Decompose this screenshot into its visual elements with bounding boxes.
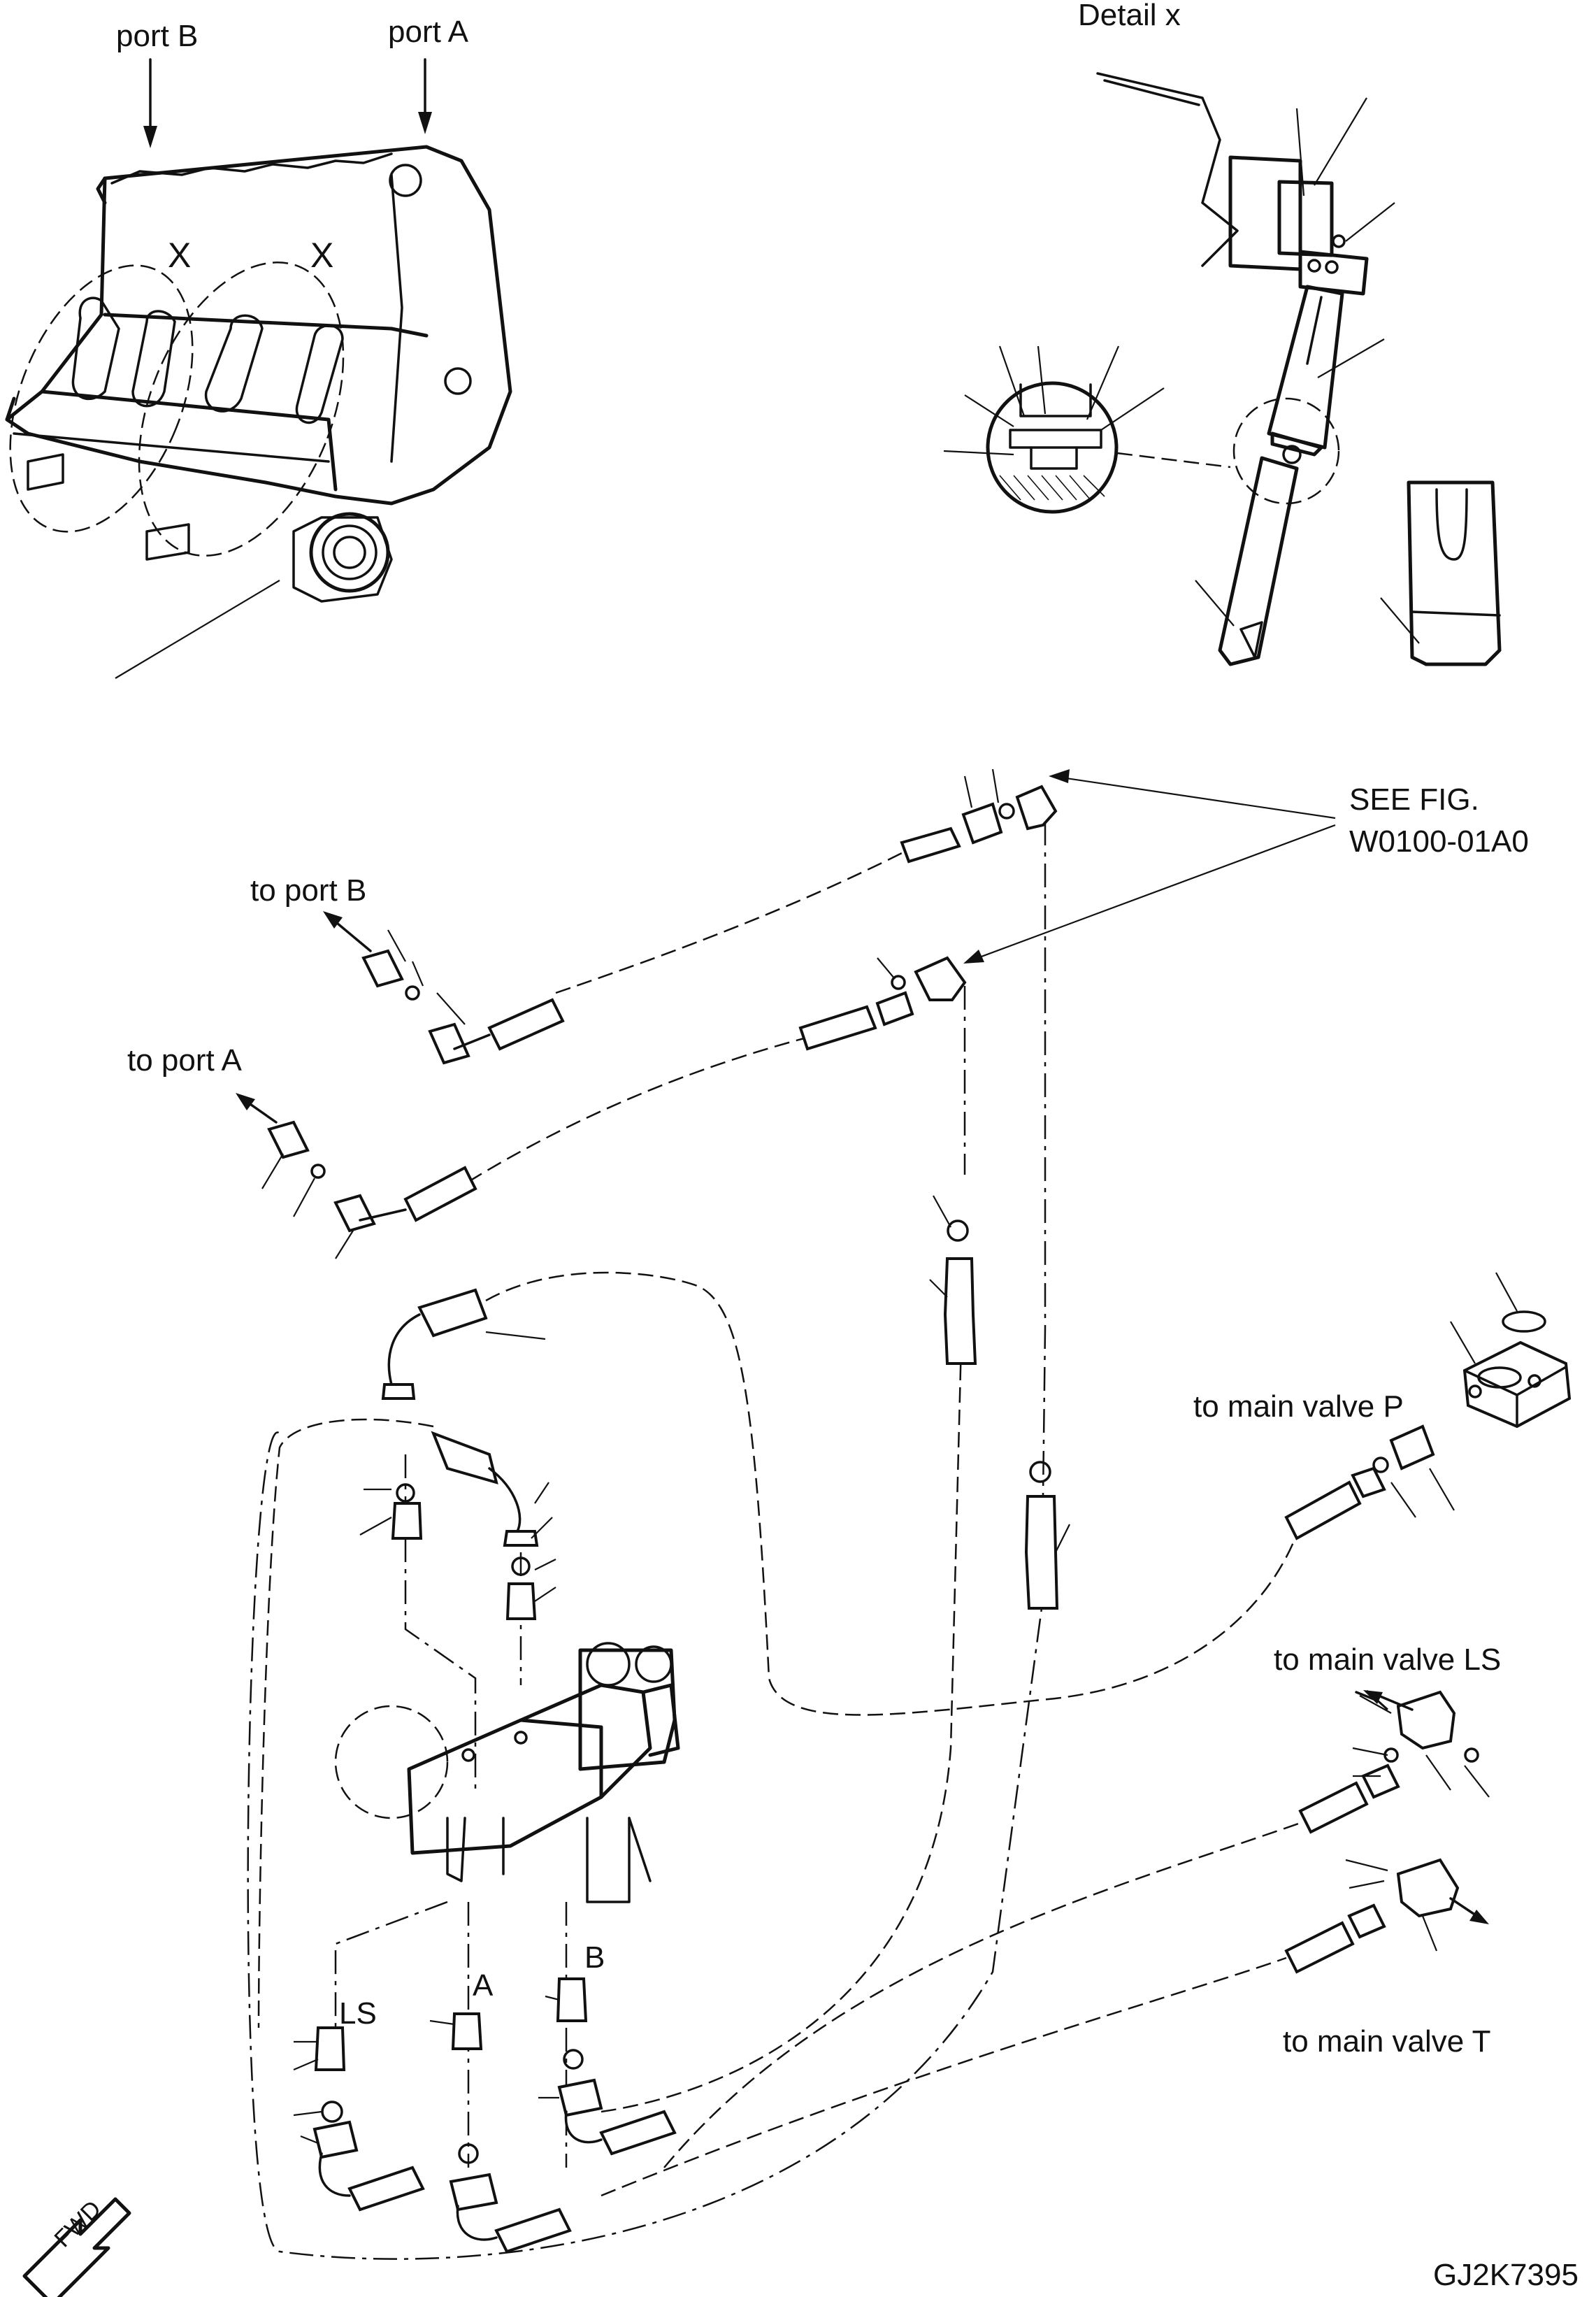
hose-routing	[247, 822, 1315, 2260]
fwd-arrow-icon	[22, 2197, 131, 2297]
drawing-id: GJ2K7395	[1433, 2258, 1579, 2292]
port-arrows	[143, 58, 432, 148]
x-mark-left: X	[168, 236, 192, 275]
bucket-drawing	[5, 145, 512, 679]
x-mark-right: X	[310, 236, 334, 275]
to-port-a-label[interactable]: to port A	[127, 1043, 242, 1078]
see-fig-label-line1: SEE FIG.	[1349, 782, 1479, 817]
port-a-top-label: port A	[388, 15, 468, 49]
to-main-valve-p-label[interactable]: to main valve P	[1193, 1389, 1404, 1424]
port-b-label: B	[584, 1940, 605, 1975]
port-a-label: A	[473, 1968, 494, 2003]
see-fig-label-line2: W0100-01A0	[1349, 824, 1529, 859]
detail-x-label: Detail x	[1078, 0, 1181, 32]
port-b-top-label: port B	[116, 19, 199, 53]
to-main-valve-t-label[interactable]: to main valve T	[1283, 2024, 1491, 2059]
detail-x-drawing	[943, 72, 1502, 666]
to-main-valve-ls-label[interactable]: to main valve LS	[1274, 1643, 1502, 1677]
port-ls-label: LS	[339, 1996, 377, 2031]
fittings	[236, 768, 1572, 2254]
to-port-b-label[interactable]: to port B	[250, 873, 367, 908]
